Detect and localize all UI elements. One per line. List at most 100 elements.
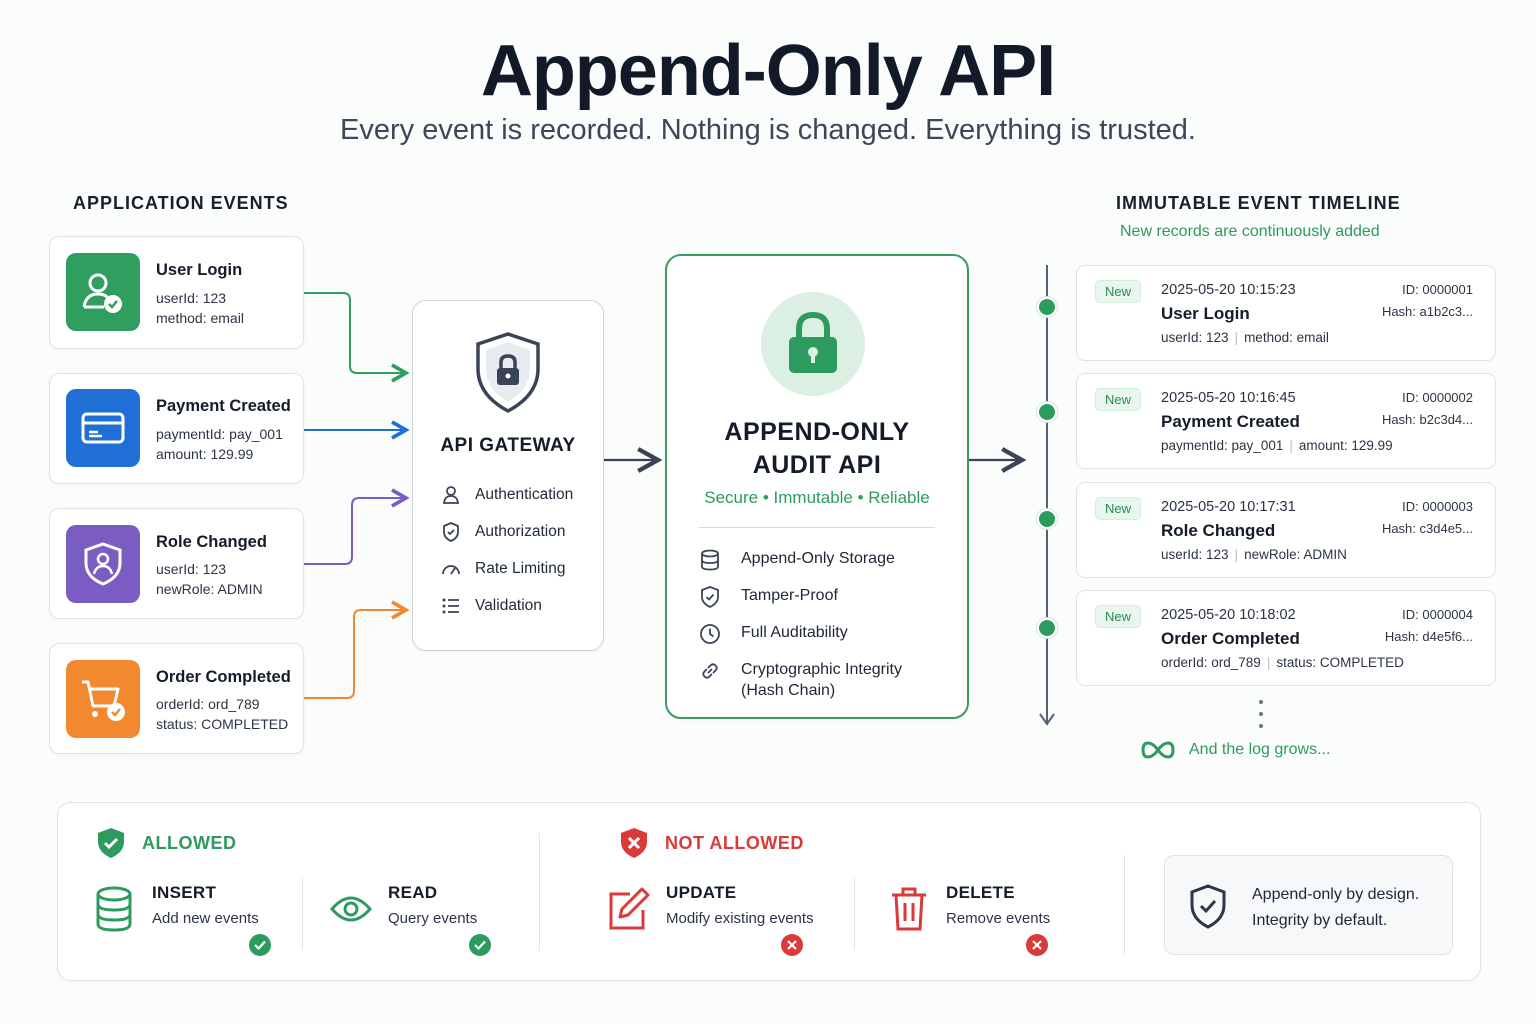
timeline-dot: [1037, 618, 1057, 638]
user-icon: [442, 486, 460, 504]
infinity-icon: [1141, 741, 1175, 759]
event-field: paymentId: pay_001: [156, 426, 283, 442]
rule-desc: Remove events: [946, 910, 1051, 927]
x-icon: [781, 934, 803, 956]
record-title: User Login: [1161, 304, 1250, 323]
timeline-dot: [1037, 297, 1057, 317]
trash-icon: [890, 886, 928, 937]
record-fields: userId: 123|newRole: ADMIN: [1161, 547, 1347, 562]
timeline-record[interactable]: New 2025-05-20 10:15:23 User Login userI…: [1076, 265, 1496, 361]
shield-user-icon: [66, 525, 140, 603]
record-date: 2025-05-20 10:17:31: [1161, 499, 1296, 515]
record-hash: Hash: b2c3d4...: [1381, 412, 1473, 427]
event-card-order-completed[interactable]: Order Completed orderId: ord_789 status:…: [49, 643, 304, 754]
record-id: ID: 0000002: [1402, 390, 1473, 405]
lock-icon: [761, 292, 865, 396]
edit-icon: [606, 886, 650, 937]
record-fields: orderId: ord_789|status: COMPLETED: [1161, 655, 1404, 670]
list-icon: [442, 598, 459, 614]
shield-x-icon: [621, 828, 647, 858]
check-icon: [469, 934, 491, 956]
event-card-payment-created[interactable]: Payment Created paymentId: pay_001 amoun…: [49, 373, 304, 484]
design-note: Append-only by design. Integrity by defa…: [1164, 855, 1453, 955]
cart-check-icon: [66, 660, 140, 738]
page-subtitle: Every event is recorded. Nothing is chan…: [340, 114, 1196, 146]
record-date: 2025-05-20 10:16:45: [1161, 390, 1296, 406]
divider: [854, 878, 855, 950]
event-card-role-changed[interactable]: Role Changed userId: 123 newRole: ADMIN: [49, 508, 304, 619]
event-field: userId: 123: [156, 290, 227, 306]
rule-title: READ: [388, 883, 438, 902]
audit-title: APPEND-ONLY AUDIT API: [724, 418, 910, 479]
record-id: ID: 0000001: [1402, 282, 1473, 297]
audit-api-box[interactable]: APPEND-ONLY AUDIT API Secure • Immutable…: [665, 254, 969, 719]
eye-icon: [330, 893, 372, 930]
rule-desc: Query events: [388, 910, 478, 927]
event-field: orderId: ord_789: [156, 696, 260, 712]
gateway-item-validation: Validation: [441, 596, 542, 616]
page-title: Append-Only API: [480, 31, 1056, 111]
audit-item-storage: Append-Only Storage: [699, 548, 895, 571]
record-fields: paymentId: pay_001|amount: 129.99: [1161, 438, 1393, 453]
event-field: amount: 129.99: [156, 446, 254, 462]
event-title: Role Changed: [156, 533, 267, 551]
new-badge: New: [1095, 388, 1142, 411]
not-allowed-header: NOT ALLOWED: [619, 827, 804, 859]
api-gateway-box[interactable]: API GATEWAY Authentication Authorization…: [412, 300, 604, 651]
event-field: method: email: [156, 310, 244, 326]
timeline-subheading: New records are continuously added: [1120, 223, 1380, 240]
database-icon: [94, 886, 134, 937]
audit-tagline: Secure • Immutable • Reliable: [704, 488, 930, 507]
event-card-user-login[interactable]: User Login userId: 123 method: email: [49, 236, 304, 349]
rule-title: INSERT: [152, 883, 217, 902]
record-date: 2025-05-20 10:15:23: [1161, 282, 1296, 298]
timeline-record[interactable]: New 2025-05-20 10:17:31 Role Changed use…: [1076, 482, 1496, 578]
event-title: User Login: [156, 261, 243, 279]
gauge-icon: [442, 565, 460, 575]
record-fields: userId: 123|method: email: [1161, 330, 1329, 345]
event-title: Order Completed: [156, 668, 291, 686]
event-title: Payment Created: [156, 397, 291, 415]
divider: [699, 527, 935, 528]
timeline-heading: IMMUTABLE EVENT TIMELINE: [1116, 193, 1401, 213]
divider: [1124, 855, 1125, 955]
audit-item-auditability: Full Auditability: [699, 622, 848, 645]
ellipsis-dots: [1259, 700, 1263, 728]
arrow-login: [304, 292, 410, 383]
shield-check-icon: [98, 828, 124, 858]
event-field: status: COMPLETED: [156, 716, 289, 732]
divider: [539, 833, 540, 951]
record-title: Payment Created: [1161, 412, 1300, 431]
log-grows: And the log grows...: [1141, 740, 1330, 760]
arrow-order: [304, 600, 410, 699]
event-field: newRole: ADMIN: [156, 581, 263, 597]
shield-lock-icon: [473, 331, 543, 420]
timeline-record[interactable]: New 2025-05-20 10:16:45 Payment Created …: [1076, 373, 1496, 469]
arrow-role: [304, 488, 410, 565]
record-hash: Hash: a1b2c3...: [1381, 304, 1473, 319]
timeline-dot: [1037, 402, 1057, 422]
rule-desc: Add new events: [152, 910, 259, 927]
timeline-record[interactable]: New 2025-05-20 10:18:02 Order Completed …: [1076, 590, 1496, 686]
audit-item-tamper-proof: Tamper-Proof: [699, 585, 838, 608]
gateway-title: API GATEWAY: [440, 435, 576, 456]
shield-check-icon: [443, 522, 459, 542]
gateway-item-rate-limiting: Rate Limiting: [441, 559, 565, 579]
timeline-dot: [1037, 509, 1057, 529]
gateway-item-authentication: Authentication: [441, 485, 573, 505]
rules-panel: ALLOWED NOT ALLOWED INSERT Add new event…: [57, 802, 1481, 981]
rule-desc: Modify existing events: [666, 910, 814, 927]
allowed-header: ALLOWED: [96, 827, 236, 859]
record-date: 2025-05-20 10:18:02: [1161, 607, 1296, 623]
clock-icon: [700, 624, 720, 644]
divider: [302, 878, 303, 950]
record-id: ID: 0000004: [1402, 607, 1473, 622]
chain-icon: [702, 663, 718, 679]
rule-title: DELETE: [946, 883, 1015, 902]
record-title: Order Completed: [1161, 629, 1300, 648]
x-icon: [1026, 934, 1048, 956]
record-title: Role Changed: [1161, 521, 1276, 540]
rule-title: UPDATE: [666, 883, 737, 902]
design-note-text: Append-only by design. Integrity by defa…: [1252, 886, 1420, 929]
